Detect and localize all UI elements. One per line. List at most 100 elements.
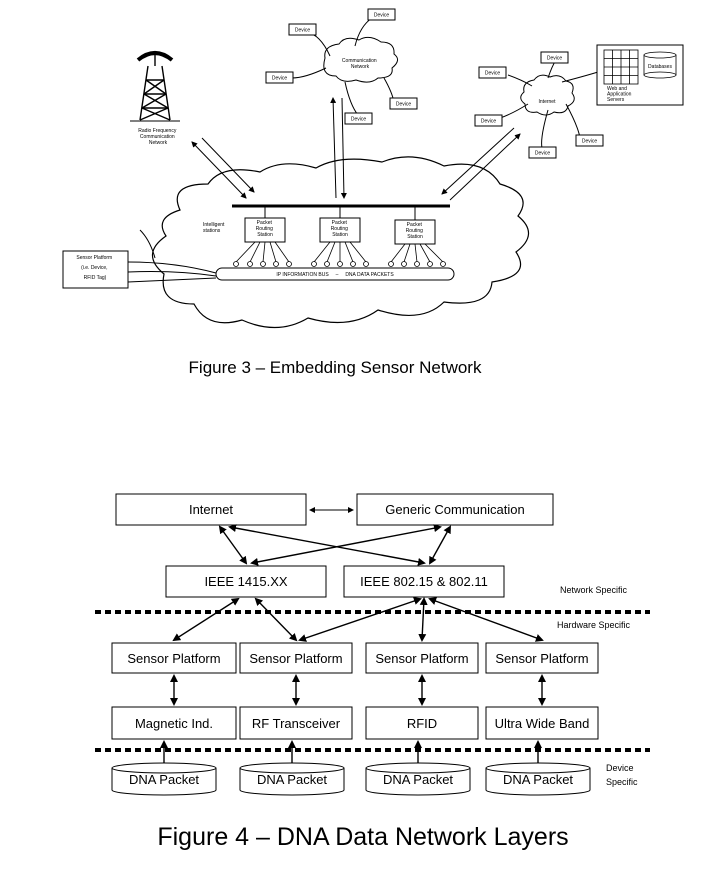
sensor-platform-line: (i.e. Device, <box>81 265 107 271</box>
sensor-platform-label: Sensor Platform <box>375 651 468 666</box>
device-box: Device <box>575 134 604 147</box>
hardware-specific-label: Hardware Specific <box>557 620 631 630</box>
figure-4: Internet Generic Communication IEEE 1415… <box>95 493 650 851</box>
dna-packet-cylinder: DNA Packet <box>365 762 471 796</box>
sensor-platform-label: Sensor Platform (i.e. Device, RFID Tag) <box>76 255 113 281</box>
device-label: Device <box>535 151 551 157</box>
sensor-platform-box: Sensor Platform (i.e. Device, RFID Tag) <box>62 250 129 289</box>
device-box: RF Transceiver <box>239 706 353 740</box>
ieee-1415-box: IEEE 1415.XX <box>165 565 327 598</box>
device-label: Device <box>547 56 563 62</box>
communication-network-label: Communication Network <box>342 58 378 70</box>
device-specific-line: Device <box>606 763 634 773</box>
sensor-platform-wires <box>127 229 217 283</box>
device-box: Magnetic Ind. <box>111 706 237 740</box>
device-specific-line: Specific <box>606 777 638 787</box>
ieee-802-label: IEEE 802.15 & 802.11 <box>360 574 488 589</box>
sensor-to-device-arrows <box>170 674 546 706</box>
device-label: Device <box>351 117 367 123</box>
device-label: RF Transceiver <box>252 716 341 731</box>
sensor-platform-box: Sensor Platform <box>485 642 599 674</box>
intelligent-stations-label: Intelligent stations <box>203 222 226 234</box>
generic-communication-box: Generic Communication <box>356 493 554 526</box>
device-label: Device <box>582 139 598 145</box>
device-label: Magnetic Ind. <box>135 716 213 731</box>
dna-packet-label: DNA Packet <box>383 772 453 787</box>
tower-link-arrow <box>191 137 255 199</box>
server-label: Web and Application Servers <box>607 86 633 103</box>
routing-station-line: Packet <box>257 220 273 226</box>
routing-station-line: Station <box>407 234 423 240</box>
sensor-platform-box: Sensor Platform <box>239 642 353 674</box>
routing-station-label: Packet Routing Station <box>406 222 425 240</box>
top-to-ieee-arrows <box>218 524 451 566</box>
ieee-1415-label: IEEE 1415.XX <box>204 574 287 589</box>
device-label: Device <box>485 71 501 77</box>
dna-packet-cylinder: DNA Packet <box>239 762 345 796</box>
communication-network-line: Communication <box>342 58 377 64</box>
device-label: Device <box>396 102 412 108</box>
ip-information-bus <box>215 267 455 281</box>
routing-station-line: Routing <box>331 226 348 232</box>
sensor-platform-box: Sensor Platform <box>365 642 479 674</box>
radio-tower-icon <box>130 51 180 122</box>
device-label: Ultra Wide Band <box>495 716 590 731</box>
intelligent-stations-line: stations <box>203 228 221 234</box>
device-label: Device <box>481 119 497 125</box>
internet-cloud-label: Internet <box>539 99 557 105</box>
internet-box: Internet <box>115 493 307 526</box>
internet-label: Internet <box>189 502 233 517</box>
device-box: Device <box>367 8 396 21</box>
routing-station-label: Packet Routing Station <box>331 220 350 238</box>
ieee-802-box: IEEE 802.15 & 802.11 <box>343 565 505 598</box>
tower-label-line: Network <box>149 140 168 146</box>
sensor-platform-label: Sensor Platform <box>495 651 588 666</box>
device-box: Device <box>474 114 503 127</box>
device-box: Device <box>389 97 418 110</box>
server-label-line: Servers <box>607 97 625 103</box>
sensor-platform-line: Sensor Platform <box>76 255 112 261</box>
device-label: Device <box>272 76 288 82</box>
routing-station-line: Station <box>257 232 273 238</box>
communication-network-cloud <box>323 36 398 83</box>
routing-station: Packet Routing Station <box>394 206 436 245</box>
routing-station-line: Packet <box>407 222 423 228</box>
figure-3-caption: Figure 3 – Embedding Sensor Network <box>189 358 482 377</box>
sensor-platform-line: RFID Tag) <box>84 275 107 281</box>
comm-link-arrow <box>330 97 347 199</box>
internet-link-arrow <box>441 127 521 201</box>
dna-packet-cylinder: DNA Packet <box>485 762 591 796</box>
dna-packet-label: DNA Packet <box>503 772 573 787</box>
device-label: Device <box>374 13 390 19</box>
sensor-platform-box: Sensor Platform <box>111 642 237 674</box>
routing-station-label: Packet Routing Station <box>256 220 275 238</box>
device-box: Device <box>478 66 507 79</box>
routing-station: Packet Routing Station <box>319 206 361 243</box>
device-box: Device <box>344 112 373 125</box>
station-fanout-lines <box>235 241 444 263</box>
device-box: Ultra Wide Band <box>485 706 599 740</box>
dna-packet-label: DNA Packet <box>129 772 199 787</box>
routing-station: Packet Routing Station <box>244 206 286 243</box>
figure-3: Radio Frequency Communication Network Co… <box>62 8 684 377</box>
server-box: Databases Web and Application Servers <box>596 44 684 106</box>
server-label-line: Application <box>607 92 632 98</box>
communication-network-line: Network <box>351 64 370 70</box>
device-box: Device <box>540 51 569 64</box>
server-grid-icon <box>603 49 639 85</box>
device-box: RFID <box>365 706 479 740</box>
device-box: Device <box>265 71 294 84</box>
routing-station-line: Routing <box>406 228 423 234</box>
generic-communication-label: Generic Communication <box>385 502 524 517</box>
intelligent-stations-line: Intelligent <box>203 222 225 228</box>
tower-label-line: Radio Frequency <box>138 128 177 134</box>
figure-4-caption: Figure 4 – DNA Data Network Layers <box>157 823 568 851</box>
routing-station-line: Routing <box>256 226 273 232</box>
sensor-platform-label: Sensor Platform <box>127 651 220 666</box>
server-label-line: Web and <box>607 86 627 92</box>
dna-packet-cylinder: DNA Packet <box>111 762 217 796</box>
routing-station-line: Packet <box>332 220 348 226</box>
network-specific-label: Network Specific <box>560 585 628 595</box>
device-box: Device <box>288 23 317 36</box>
